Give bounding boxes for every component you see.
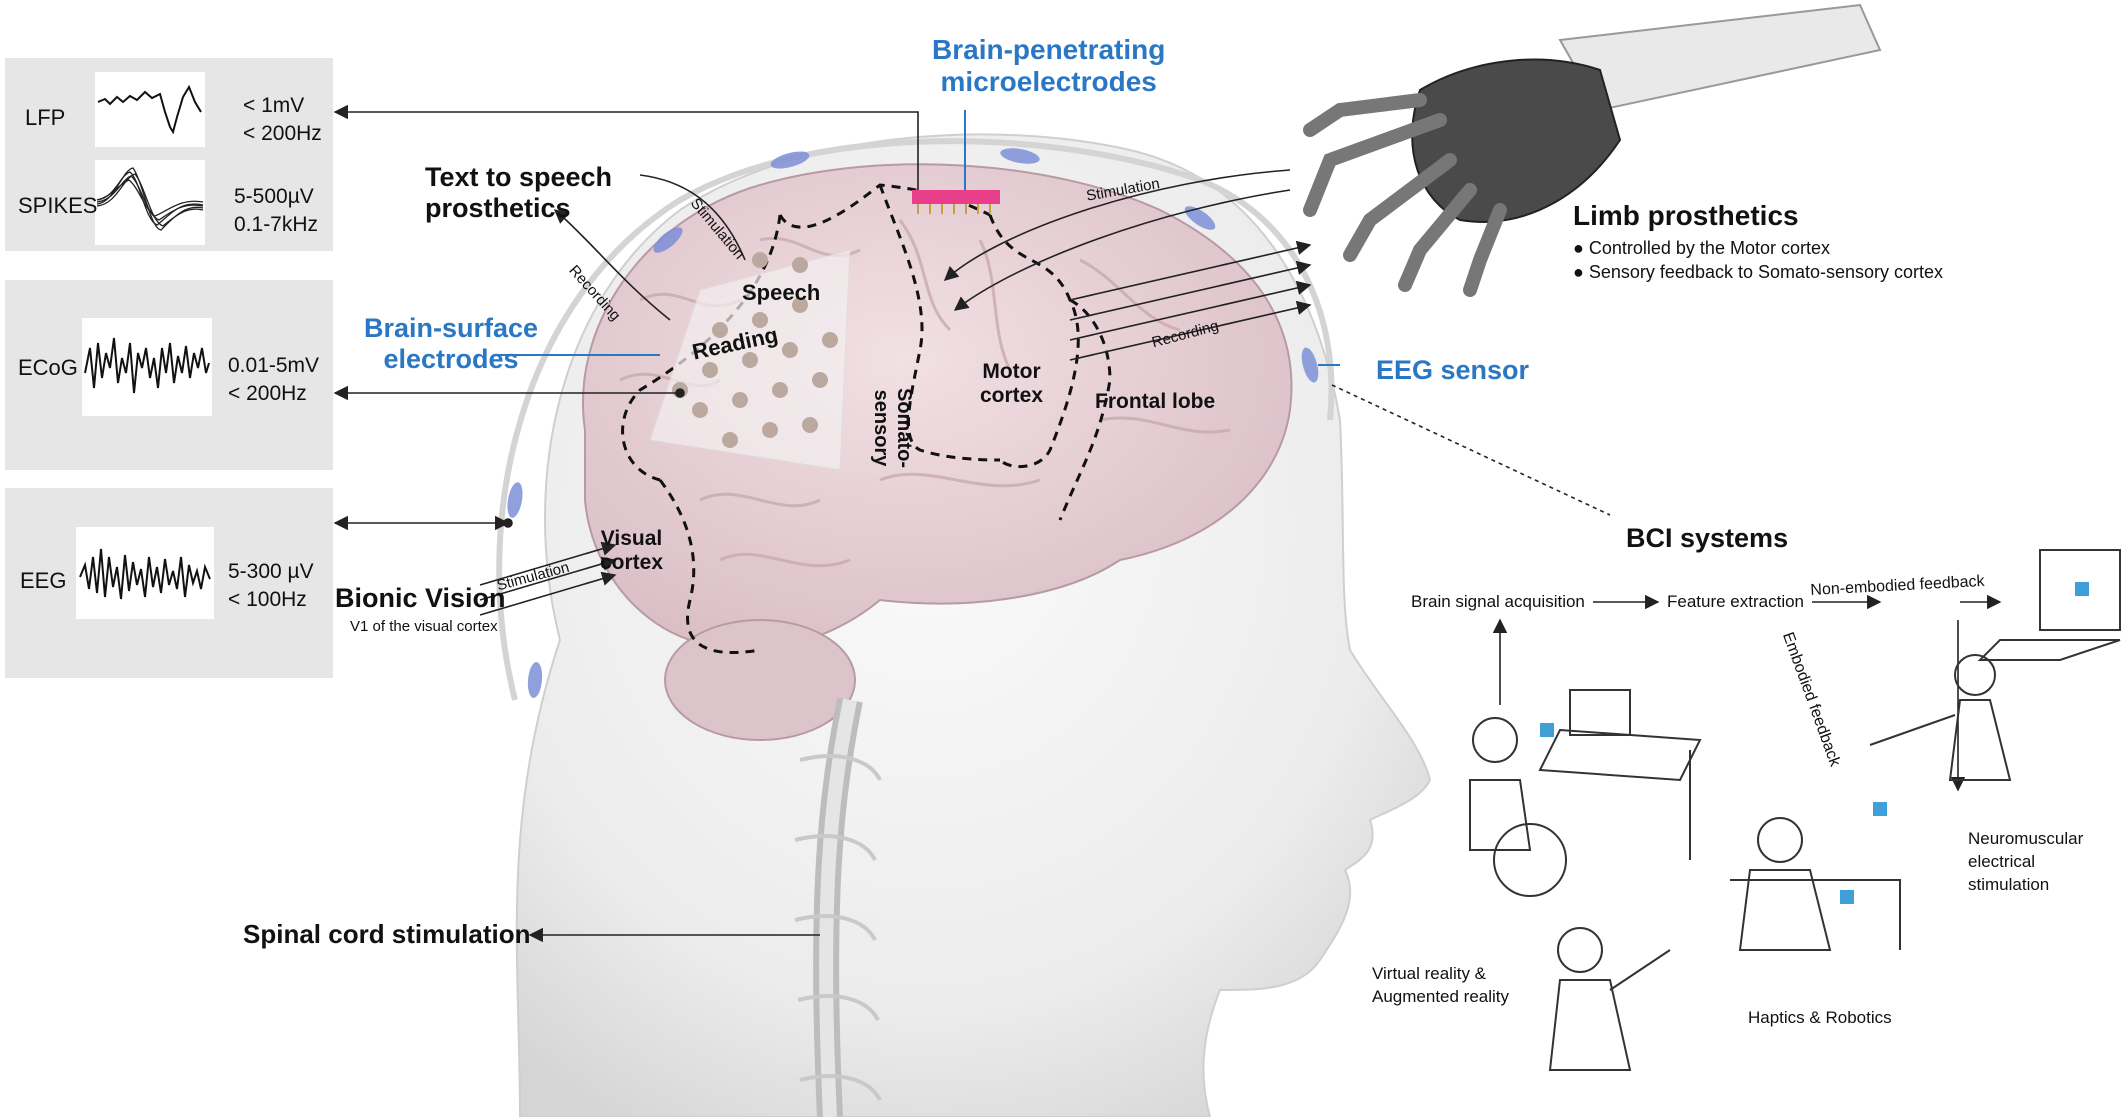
- cup-icons: [1540, 582, 2089, 904]
- bionic-vision-label: Bionic Vision: [335, 583, 506, 613]
- signal-frequency-spikes: 0.1-7kHz: [234, 213, 319, 236]
- microelectrodes-label: Brain-penetrating microelectrodes: [932, 34, 1166, 98]
- bionic-vision-sub: V1 of the visual cortex: [350, 618, 498, 635]
- eeg-pads: [507, 148, 1319, 698]
- bci-nmes: Neuromuscular electrical stimulation: [1968, 829, 2084, 894]
- limb-prosthetics-title: Limb prosthetics: [1573, 200, 1799, 231]
- eeg-sensor-label: EEG sensor: [1376, 355, 1530, 385]
- signal-name-ecog: ECoG: [18, 355, 78, 380]
- spinal-cord: [794, 697, 882, 1117]
- signal-name-eeg: EEG: [20, 568, 67, 593]
- bci-haptics: Haptics & Robotics: [1748, 1008, 1892, 1027]
- signal-frequency-eeg: < 100Hz: [228, 588, 307, 611]
- signal-name-spikes: SPIKES: [18, 193, 98, 218]
- surface-electrodes-label: Brain-surface electrodes: [364, 313, 539, 375]
- spinal-cord-label: Spinal cord stimulation: [243, 919, 531, 949]
- microelectrode-chip: [912, 190, 1000, 214]
- bci-systems-title: BCI systems: [1626, 523, 1789, 553]
- limb-bullet-2: ● Sensory feedback to Somato-sensory cor…: [1573, 262, 1944, 282]
- text-to-speech-label: Text to speech prosthetics: [425, 162, 613, 224]
- eeg-wave: [76, 527, 214, 619]
- signal-frequency-ecog: < 200Hz: [228, 382, 307, 405]
- region-visual: Visual cortex: [600, 527, 664, 575]
- signal-amplitude-eeg: 5-300 µV: [228, 560, 314, 583]
- connector-lines: [333, 104, 2002, 943]
- signal-frequency-lfp: < 200Hz: [243, 122, 322, 145]
- signal-amplitude-lfp: < 1mV: [243, 94, 305, 117]
- region-motor: Motor cortex: [980, 360, 1044, 408]
- signal-amplitude-spikes: 5-500µV: [234, 185, 314, 208]
- ecog-wave: [82, 318, 212, 416]
- bci-step-feature: Feature extraction: [1667, 592, 1805, 611]
- signal-name-lfp: LFP: [25, 105, 66, 130]
- bci-step-acquisition: Brain signal acquisition: [1411, 592, 1585, 611]
- bci-sketches: [1469, 549, 2121, 1071]
- skull-outline: [496, 138, 1335, 701]
- cerebellum: [664, 619, 856, 741]
- spikes-wave: [95, 160, 205, 245]
- robotic-hand: [1303, 3, 1882, 297]
- signal-amplitude-ecog: 0.01-5mV: [228, 354, 320, 377]
- region-speech: Speech: [742, 280, 821, 305]
- bci-vr: Virtual reality & Augmented reality: [1372, 964, 1510, 1006]
- lfp-wave: [95, 72, 205, 147]
- limb-bullet-2-text: Sensory feedback to Somato-sensory corte…: [1588, 262, 1944, 282]
- region-frontal: Frontal lobe: [1095, 390, 1216, 413]
- limb-bullet-1-text: Controlled by the Motor cortex: [1588, 238, 1830, 258]
- region-somatosensory: Somato- sensory: [870, 388, 915, 468]
- limb-bullet-1: ● Controlled by the Motor cortex: [1573, 238, 1830, 258]
